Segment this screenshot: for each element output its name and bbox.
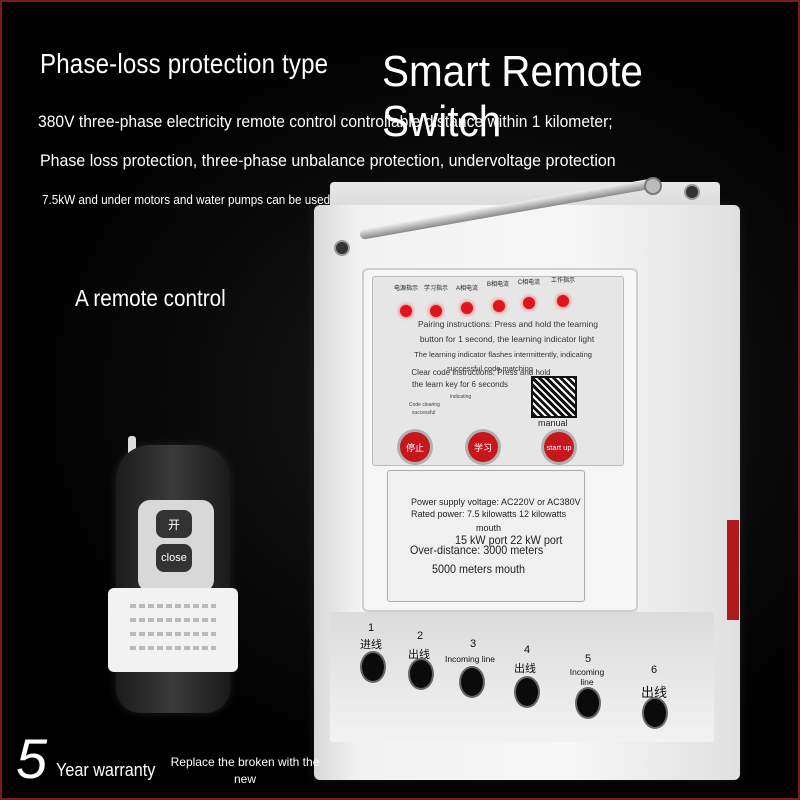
led-label: 电源指示 [393,286,418,292]
product-title: Smart Remote Switch [382,47,643,146]
screw-icon [334,240,350,256]
code-matching-note: successful code matching [447,364,533,373]
remote-antenna [128,436,136,458]
start-button[interactable]: start up [544,432,574,462]
spec-rated: Rated power: 7.5 kilowatts 12 kilowatts [411,509,567,519]
remote-open-button[interactable]: 开 [156,510,192,538]
led-indicator [430,305,442,317]
terminal-number: 2 [417,630,424,642]
spec-distance: Over-distance: 3000 meters [410,543,544,557]
led-indicator [493,300,505,312]
terminal-label: 出线 [641,685,668,700]
code-clear-note: successful [412,410,436,416]
terminal-number: 6 [651,664,658,676]
remote-control-label: A remote control [75,285,226,311]
antenna-tip [644,177,662,195]
led-label: A相电流 [455,286,478,292]
terminal-number: 3 [470,638,477,650]
terminal-hole [642,697,668,729]
pairing-instruction: button for 1 second, the learning indica… [419,334,595,344]
terminal-hole [459,666,485,698]
clip-grille [130,604,216,608]
feature-line-3: 7.5kW and under motors and water pumps c… [42,192,371,207]
led-label: B相电流 [486,282,509,288]
indicating-note: indicating [450,394,472,400]
side-label-strip [727,520,739,620]
spec-panel [387,470,585,602]
screw-icon [684,184,700,200]
terminal-number: 1 [368,622,375,634]
led-label: 学习指示 [423,286,448,292]
spec-power: Power supply voltage: AC220V or AC380V [411,497,581,507]
terminal-label: Incoming line [569,667,605,687]
spec-port: 15 kW port 22 kW port [455,533,563,547]
qr-code-icon [531,376,577,418]
replacement-policy: Replace the broken with the new [170,755,320,786]
warranty-years: 5 [16,727,48,790]
terminal-number: 5 [585,653,592,665]
learn-button[interactable]: 学习 [468,432,498,462]
spec-mouth-distance: 5000 meters mouth [432,562,526,576]
terminal-hole [408,658,434,690]
terminal-hole [360,651,386,683]
terminal-label: 出线 [514,663,536,675]
clip-grille [130,632,216,636]
terminal-label: Incoming line [444,654,496,664]
feature-line-1: 380V three-phase electricity remote cont… [38,112,613,131]
remote-close-button[interactable]: close [156,544,192,572]
feature-line-2: Phase loss protection, three-phase unbal… [40,151,616,170]
terminal-hole [514,676,540,708]
clear-code-instruction: Clear code instructions: Press and hold [411,368,551,377]
manual-label: manual [538,418,568,428]
terminal-hole [575,687,601,719]
led-indicator [461,302,473,314]
clear-code-instruction: the learn key for 6 seconds [411,380,509,389]
clip-grille [130,646,216,650]
stop-button[interactable]: 停止 [400,432,430,462]
code-clear-note: Code clearing [409,402,440,408]
spec-mouth: mouth [476,523,502,533]
clip-grille [130,618,216,622]
led-label: C相电流 [517,280,541,286]
terminal-label: 进线 [360,639,382,651]
terminal-number: 4 [524,644,531,656]
led-label: 工作指示 [550,278,575,284]
pairing-instruction: Pairing instructions: Press and hold the… [417,319,599,329]
remote-holder-clip [108,588,238,672]
protection-type-title: Phase-loss protection type [40,48,329,79]
warranty-text: Year warranty [56,760,156,780]
led-indicator [400,305,412,317]
led-indicator [523,297,535,309]
led-indicator [557,295,569,307]
learning-indicator-note: The learning indicator flashes intermitt… [414,350,592,359]
